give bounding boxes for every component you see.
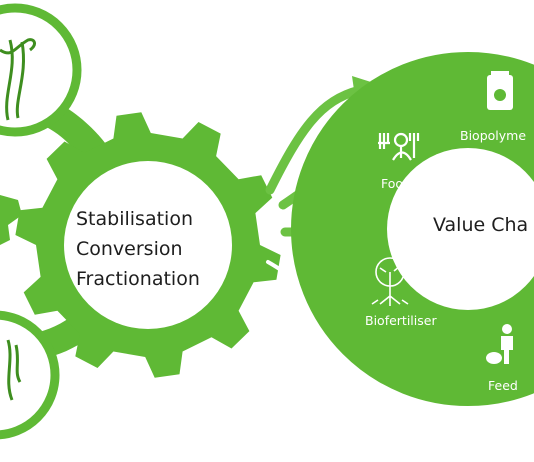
biopolymer-bag-icon	[487, 71, 513, 110]
ring-label-food: Food	[381, 176, 411, 191]
top-feedstock-circle	[0, 3, 82, 137]
process-step-conversion: Conversion	[76, 238, 183, 260]
person-feeding-icon	[486, 324, 513, 364]
process-step-stabilisation: Stabilisation	[76, 208, 193, 230]
plant-icon	[6, 339, 22, 401]
process-step-fractionation: Fractionation	[76, 268, 200, 290]
value-chain-ring	[291, 52, 534, 406]
bottom-feedstock-circle	[0, 310, 60, 440]
food-cutlery-icon	[378, 132, 420, 161]
value-chain-title: Value Cha	[433, 214, 529, 236]
ring-label-biofertiliser: Biofertiliser	[365, 313, 437, 328]
ring-label-biopolymer: Biopolyme	[460, 128, 527, 143]
main-gear	[15, 112, 281, 378]
left-partial-gear	[0, 195, 22, 245]
seaweed-icon	[0, 38, 36, 121]
tree-roots-icon	[371, 257, 409, 306]
arrow-to-top	[265, 85, 365, 195]
ring-label-feed: Feed	[488, 378, 518, 393]
